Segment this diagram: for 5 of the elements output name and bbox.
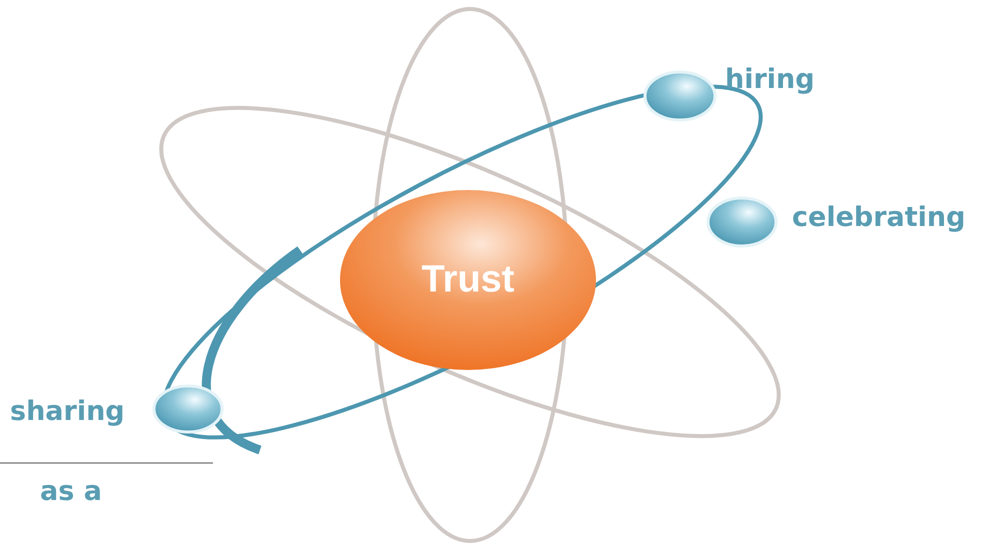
nucleus-label: Trust <box>420 258 516 302</box>
electron-label: sharing <box>10 398 125 425</box>
text-fragment: as a <box>40 478 102 505</box>
electron-label: celebrating <box>792 204 966 231</box>
electron-label: hiring <box>725 66 815 93</box>
